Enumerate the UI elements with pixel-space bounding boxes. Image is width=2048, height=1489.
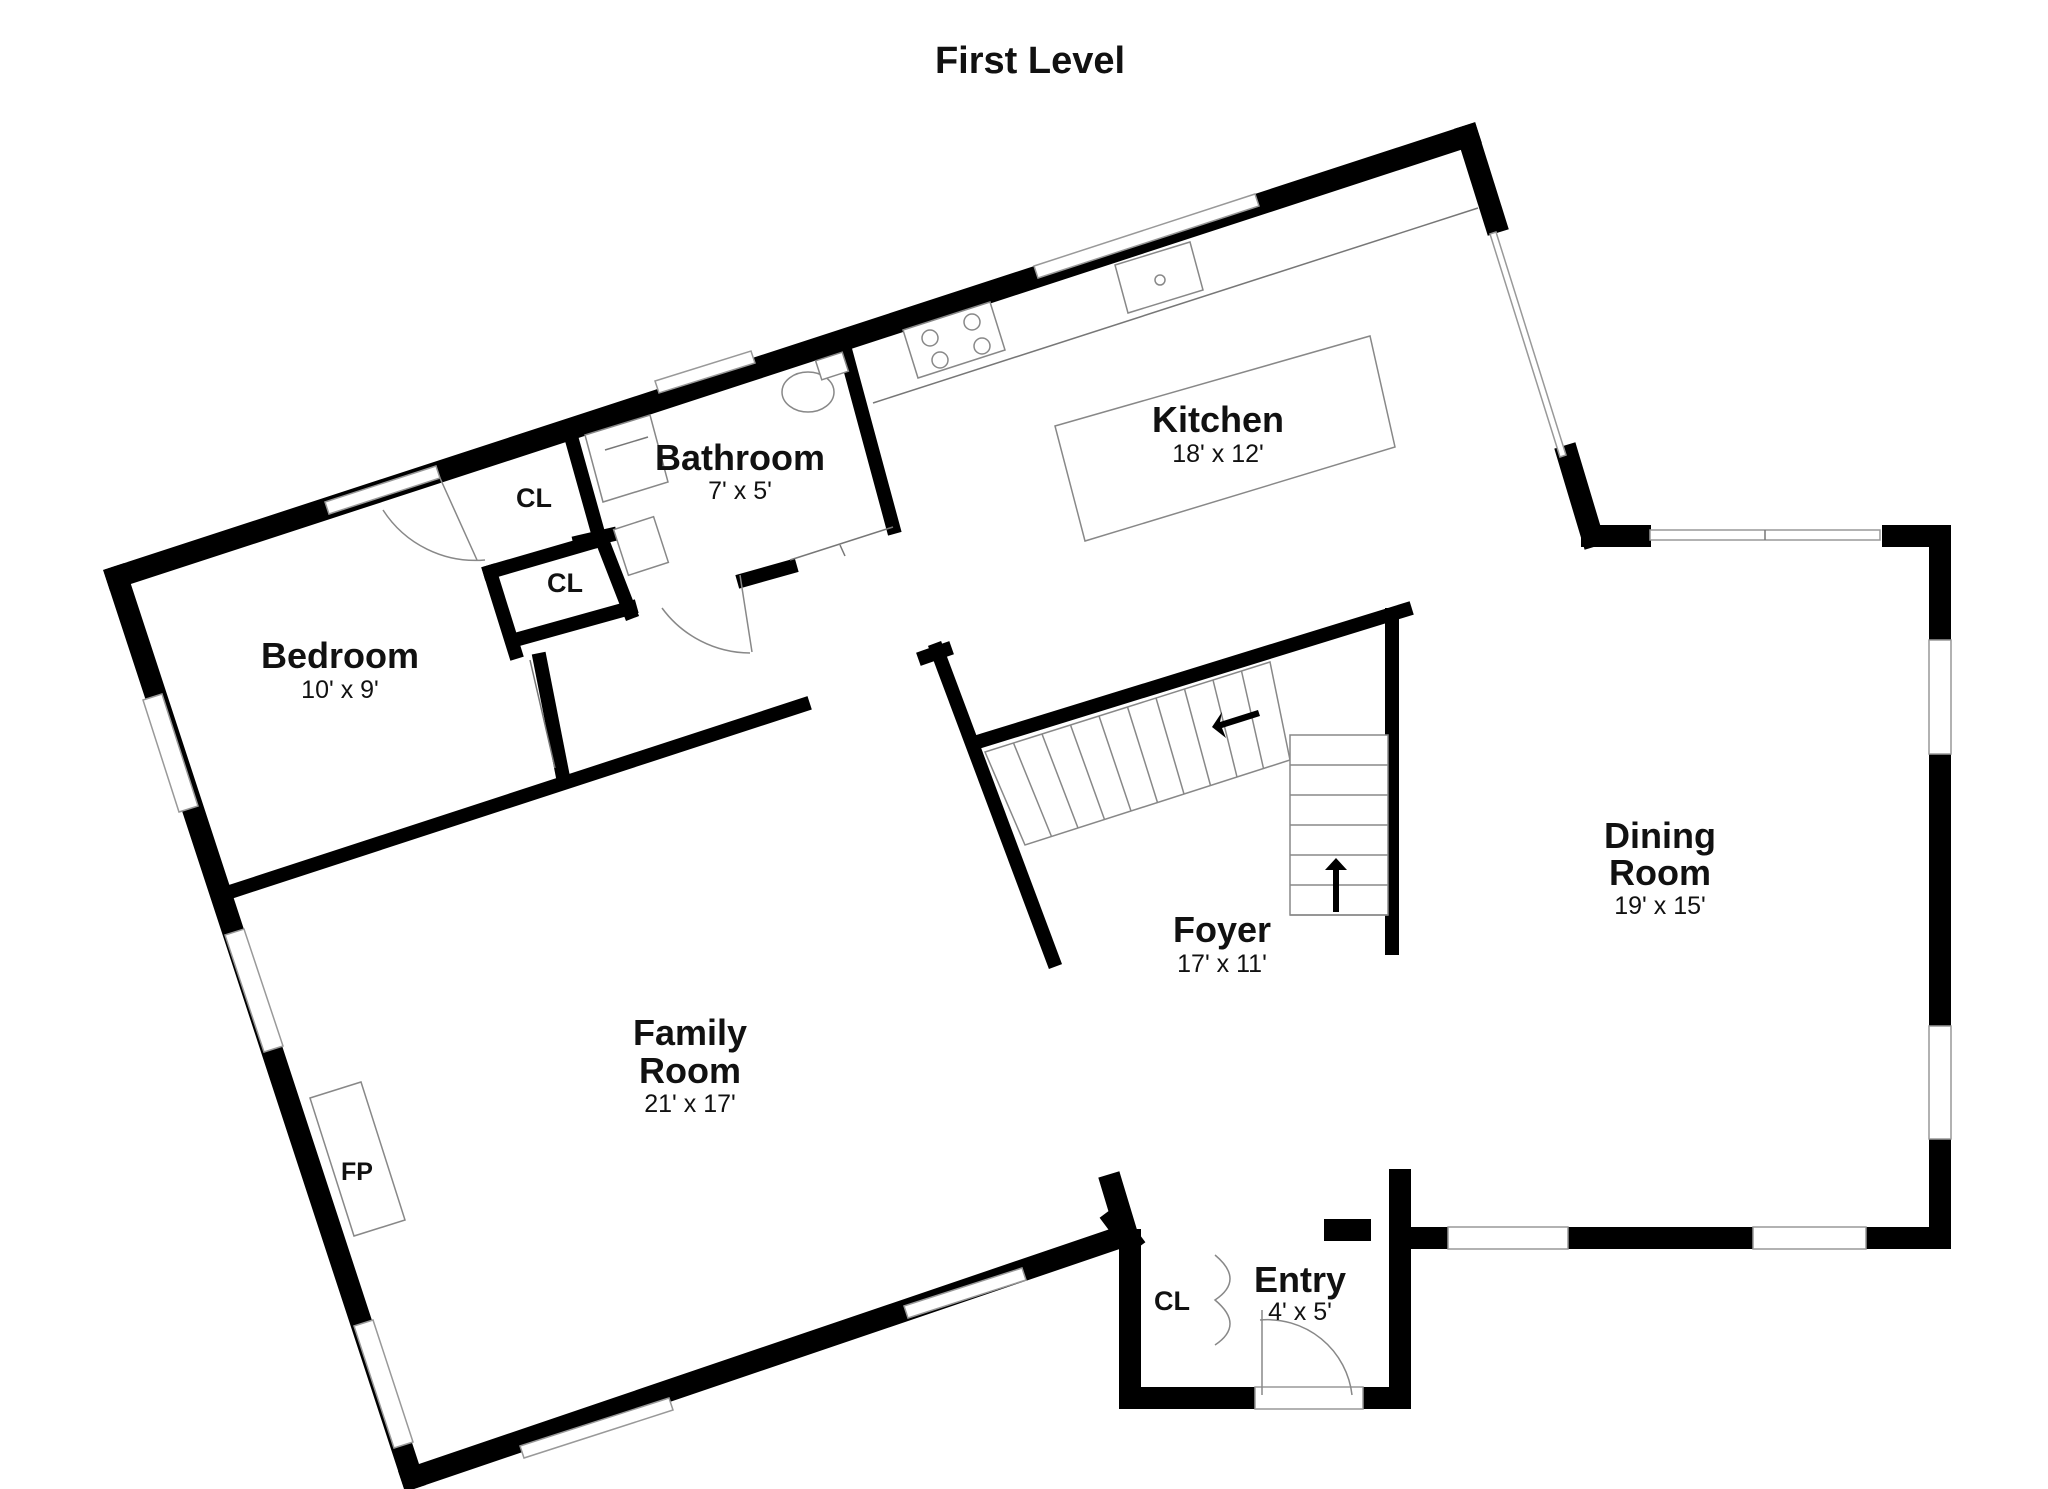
kitchen-size: 18' x 12' <box>1172 440 1264 468</box>
stair-tread <box>1183 688 1212 786</box>
foyer-size: 17' x 11' <box>1177 950 1267 978</box>
room-labels: Kitchen 18' x 12' Bathroom 7' x 5' CL CL… <box>261 399 1716 1326</box>
entry-label: Entry <box>1254 1259 1346 1300</box>
closet-label-lower: CL <box>547 568 583 598</box>
stair-tread <box>1069 724 1106 820</box>
stair-tread <box>1098 715 1132 812</box>
stair-arrow-left-icon <box>1212 710 1260 738</box>
family-label-line1: Family <box>633 1012 747 1053</box>
fireplace <box>309 1081 406 1237</box>
closet-label-entry: CL <box>1154 1286 1190 1316</box>
staircase <box>983 661 1389 916</box>
dining-label-line2: Room <box>1609 852 1711 893</box>
bathroom-label: Bathroom <box>655 437 825 478</box>
stair-tread <box>1240 670 1265 769</box>
bedroom-label: Bedroom <box>261 635 419 676</box>
foyer-label: Foyer <box>1173 909 1271 950</box>
interior-walls <box>227 333 1414 970</box>
kitchen-island <box>1054 335 1396 542</box>
kitchen-label: Kitchen <box>1152 399 1284 440</box>
dining-label-line1: Dining <box>1604 815 1716 856</box>
toilet-icon <box>781 371 835 413</box>
bathroom-size: 7' x 5' <box>708 477 772 505</box>
closet-label-upper: CL <box>516 483 552 513</box>
stair-arrow-up-icon <box>1325 858 1347 912</box>
stair-tread <box>1126 706 1159 803</box>
bedroom-size: 10' x 9' <box>301 676 379 704</box>
entry-size: 4' x 5' <box>1268 1298 1332 1326</box>
stair-tread <box>1012 742 1053 837</box>
kitchen-fixtures <box>872 207 1479 542</box>
stair-tread <box>1041 733 1079 829</box>
bathroom-fixtures <box>584 351 894 654</box>
windows <box>142 193 1952 1459</box>
doors <box>382 477 1353 1396</box>
family-label-line2: Room <box>639 1050 741 1091</box>
vanity-icon <box>612 515 670 577</box>
stair-tread <box>1155 697 1185 795</box>
plan-title: First Level <box>935 40 1125 82</box>
family-size: 21' x 17' <box>644 1090 736 1118</box>
fireplace-label: FP <box>341 1158 373 1186</box>
stair-tread <box>1212 679 1238 778</box>
dining-size: 19' x 15' <box>1614 892 1706 920</box>
